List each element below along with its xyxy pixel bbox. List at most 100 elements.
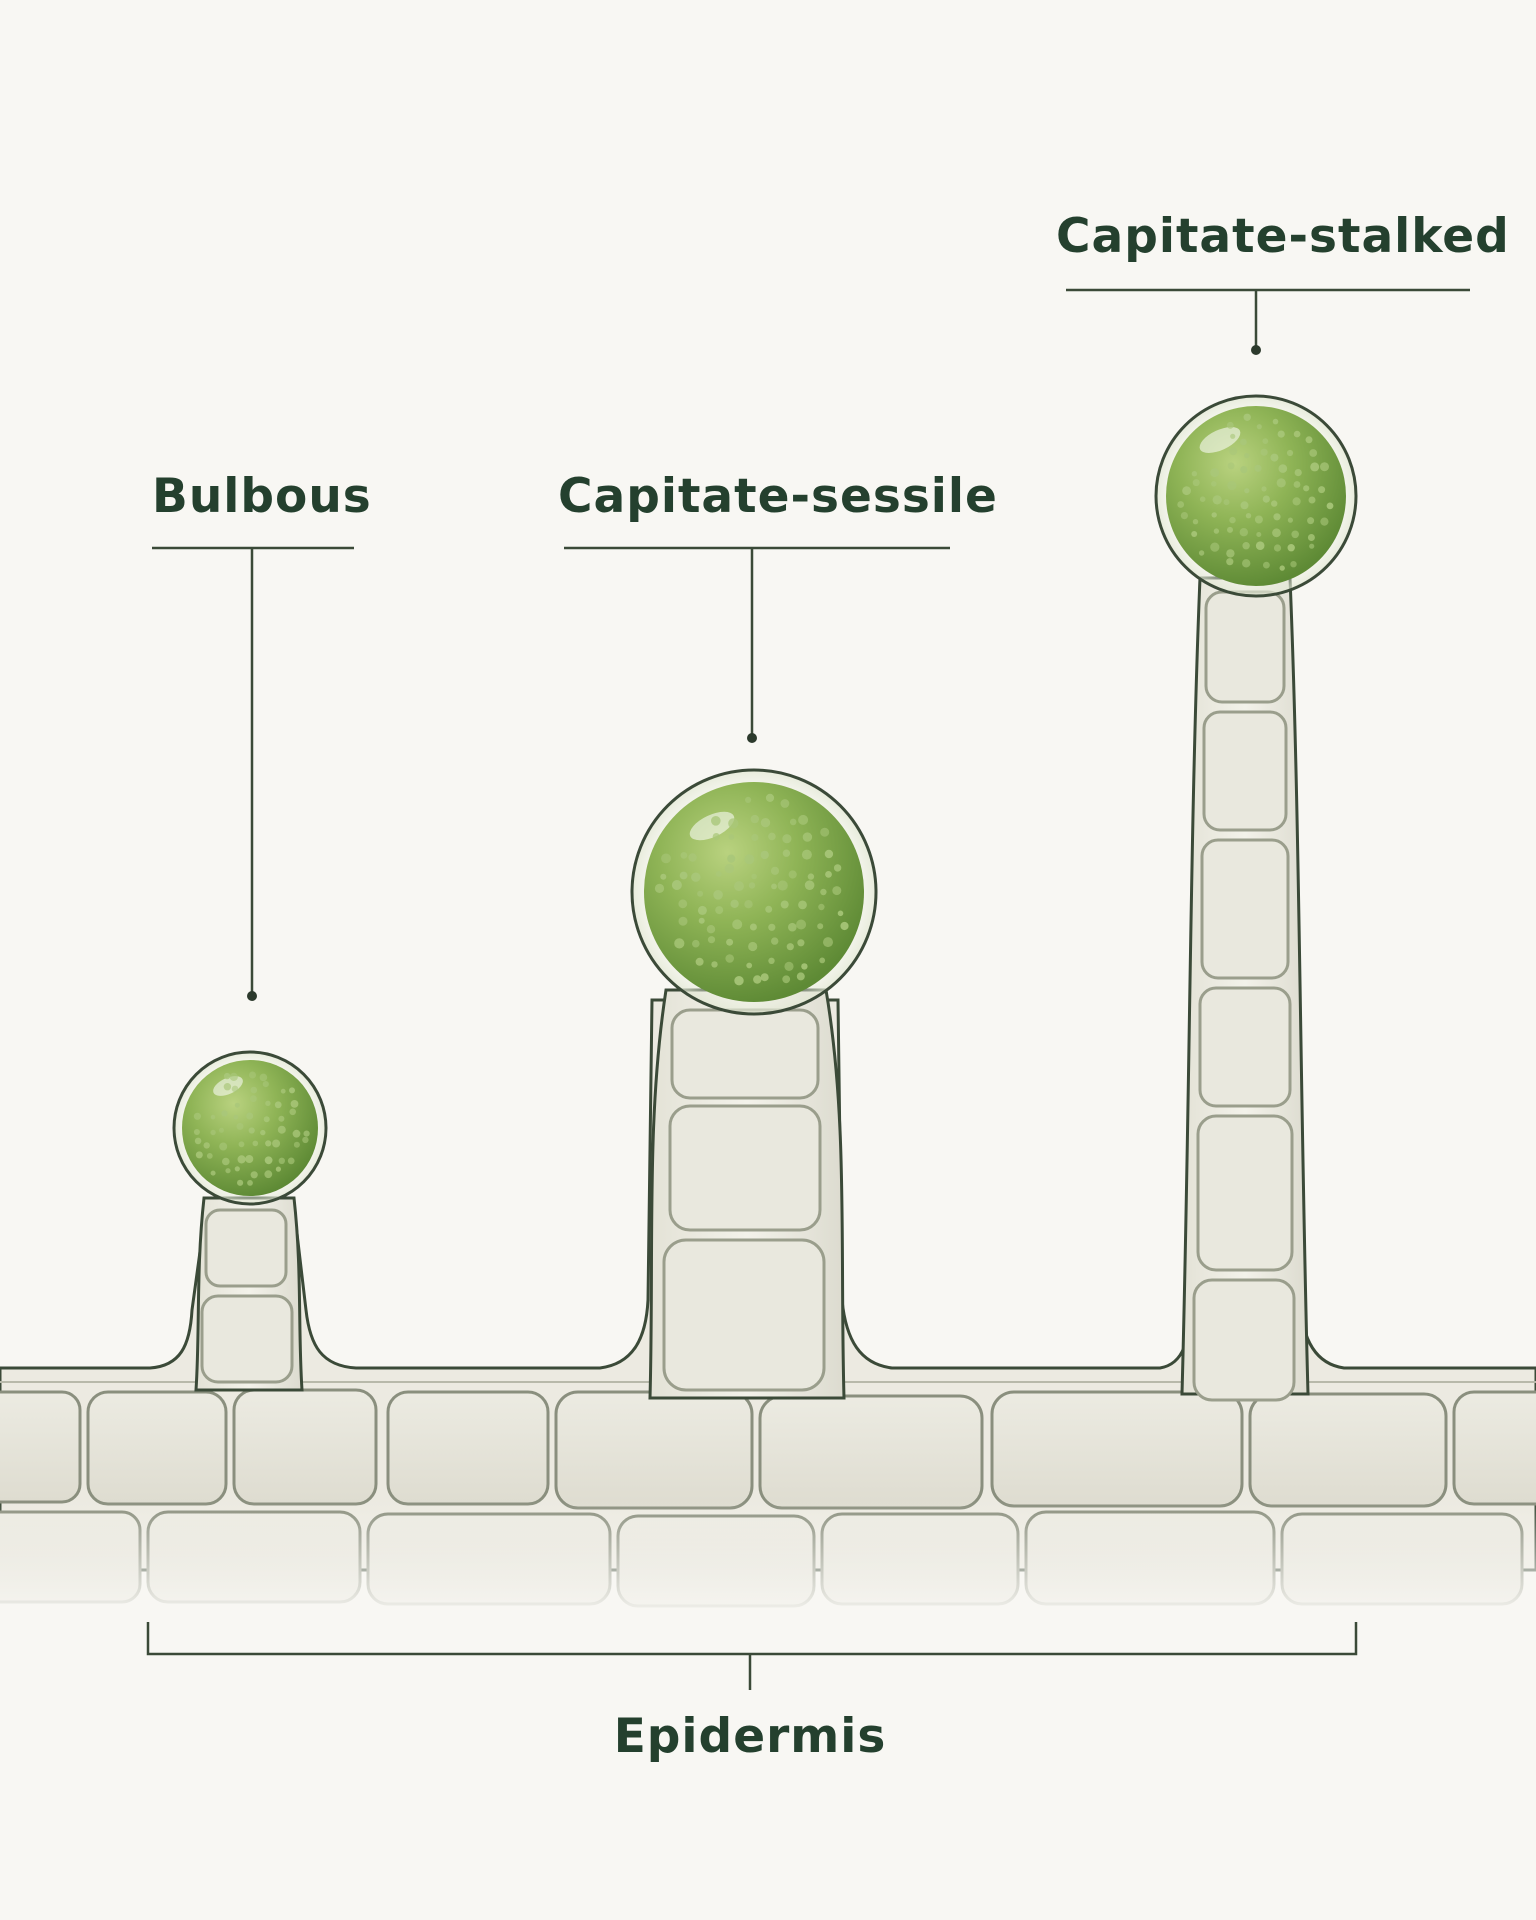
gland-speckle (713, 890, 723, 900)
gland-speckle (748, 941, 758, 952)
gland-speckle (771, 937, 779, 945)
gland-speckle (765, 793, 775, 803)
gland-speckle (1273, 513, 1281, 521)
gland-speckle (751, 833, 759, 842)
gland-speckle (1320, 517, 1329, 526)
gland-speckle (801, 849, 812, 860)
gland-speckle (1243, 413, 1251, 421)
gland-speckle (210, 1170, 216, 1176)
gland-speckle (1291, 530, 1299, 539)
label-capitate-stalked: Capitate-stalked (1056, 209, 1510, 264)
gland-speckle (264, 1156, 273, 1165)
gland-speckle (303, 1130, 310, 1137)
gland-speckle (1307, 517, 1315, 525)
gland-speckle (804, 880, 815, 890)
gland-speckle (1212, 495, 1222, 505)
gland-speckle (193, 1112, 201, 1120)
gland-speckle (1256, 532, 1262, 537)
gland-speckle (715, 871, 722, 877)
gland-speckle (820, 827, 830, 837)
gland-speckle (210, 1114, 216, 1120)
gland-speckle (1211, 481, 1217, 487)
gland-speckle (1287, 517, 1293, 523)
gland-speckle (697, 890, 704, 897)
gland-speckle (1293, 481, 1301, 488)
gland-speckle (1309, 449, 1318, 457)
gland-speckle (802, 832, 813, 842)
gland-speckle (1227, 462, 1235, 470)
gland-speckle (771, 883, 777, 890)
gland-speckle (263, 1116, 270, 1123)
gland-speckle (1320, 462, 1329, 472)
gland-speckle (293, 1141, 300, 1148)
gland-speckle (706, 925, 716, 934)
gland-speckle (680, 852, 688, 859)
gland-speckle (274, 1101, 282, 1109)
gland-speckle (661, 853, 671, 864)
gland-speckle (727, 854, 736, 863)
gland-speckle (249, 1071, 256, 1079)
gland-speckle (820, 888, 827, 896)
gland-speckle (782, 834, 792, 844)
gland-speckle (1326, 502, 1334, 510)
gland-speckle (1310, 462, 1320, 472)
gland-speckle (262, 1081, 269, 1088)
gland-speckle (744, 854, 755, 865)
gland-speckle (1177, 501, 1185, 508)
gland-speckle (1242, 559, 1251, 568)
gland-speckle (786, 943, 794, 951)
gland-speckle (1309, 543, 1315, 549)
gland-speckle (823, 937, 833, 948)
gland-speckle (819, 957, 826, 964)
bulbous-trichome (172, 1050, 328, 1392)
gland-speckle (734, 976, 744, 986)
gland-speckle (725, 954, 734, 963)
gland-speckle (678, 916, 688, 926)
gland-speckle (250, 1095, 257, 1103)
gland-speckle (691, 872, 701, 882)
gland-speckle (259, 1073, 268, 1082)
gland-speckle (671, 880, 682, 890)
gland-speckle (275, 1166, 281, 1172)
gland-speckle (749, 923, 757, 931)
gland-speckle (768, 832, 776, 841)
gland-speckle (788, 922, 797, 932)
gland-speckle (753, 975, 762, 984)
gland-speckle (796, 919, 807, 930)
gland-speckle (1226, 549, 1235, 558)
gland-speckle (1210, 542, 1220, 552)
gland-speckle (750, 814, 759, 824)
gland-speckle (1254, 515, 1263, 524)
gland-speckle (1318, 486, 1326, 494)
gland-speckle (1240, 466, 1248, 474)
gland-speckle (798, 814, 809, 825)
gland-speckle (1227, 526, 1233, 533)
gland-speckle (280, 1088, 286, 1094)
gland-speckle (745, 796, 752, 804)
gland-speckle (1290, 561, 1297, 568)
gland-speckle (797, 939, 805, 947)
gland-speckle (1287, 544, 1295, 552)
gland-speckle (1230, 433, 1236, 439)
gland-speckle (796, 972, 805, 981)
gland-speckle (1307, 534, 1315, 541)
epidermis-bracket (146, 1622, 1358, 1656)
gland-speckle (782, 849, 791, 857)
gland-speckle (837, 910, 844, 917)
gland-speckle (1305, 436, 1313, 444)
gland-speckle (234, 1166, 240, 1172)
gland-speckle (237, 1179, 244, 1186)
gland-speckle (760, 973, 769, 982)
gland-speckle (825, 871, 832, 878)
capitate-sessile-trichome (630, 768, 878, 1400)
gland-speckle (250, 1171, 258, 1179)
gland-speckle (768, 923, 776, 931)
gland-speckle (237, 1155, 246, 1164)
capitate-stalked-gland-texture (1177, 413, 1334, 571)
gland-speckle (265, 1140, 272, 1147)
gland-speckle (1293, 430, 1301, 438)
gland-speckle (678, 899, 688, 909)
label-capitate-sessile-group: Capitate-sessile (558, 469, 997, 743)
gland-speckle (801, 963, 808, 970)
gland-speckle (1279, 565, 1285, 571)
